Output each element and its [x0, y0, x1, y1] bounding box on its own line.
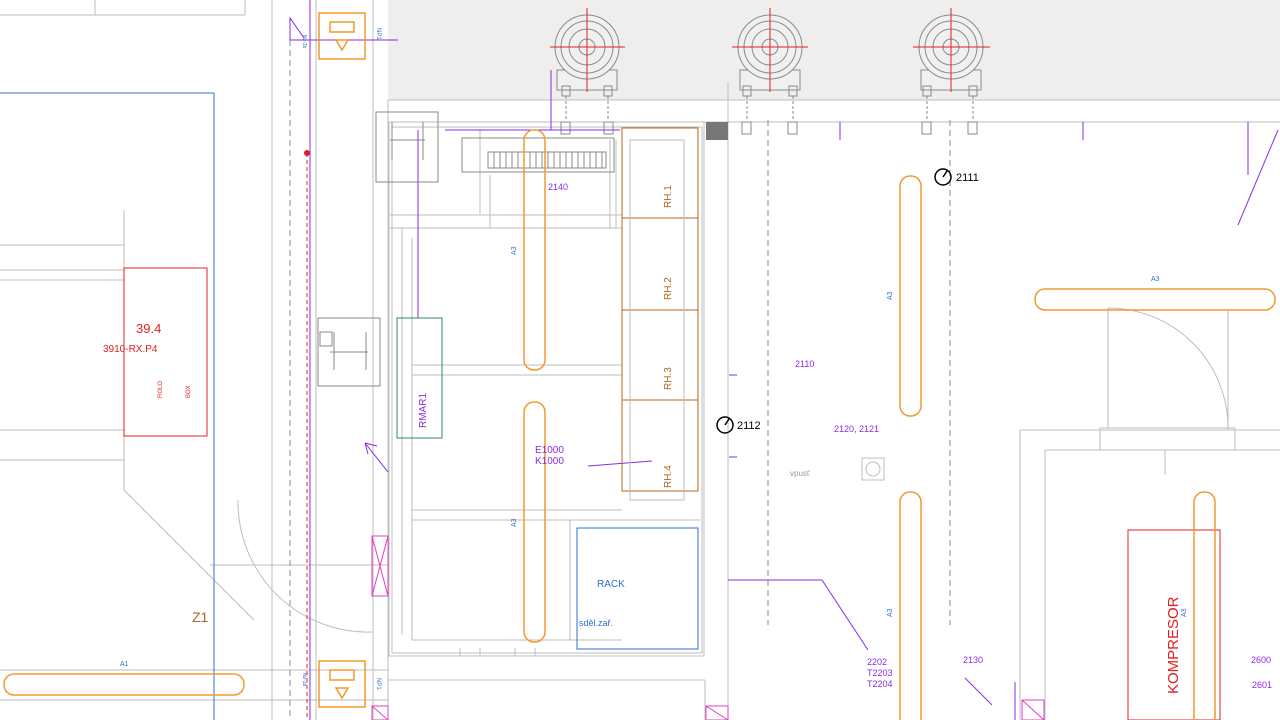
red-marker-dot [304, 150, 310, 156]
ref-2111: 2111 [956, 172, 979, 184]
rmar-label: RMAR1 [418, 393, 429, 428]
red-room [123, 153, 1221, 720]
ac-unit [461, 137, 615, 173]
axis-lines [289, 40, 951, 720]
column-symbols [317, 111, 439, 387]
roof-area [388, 0, 1280, 100]
tray-tag-a1: A1 [120, 661, 129, 668]
hatch-boxes [371, 535, 1045, 720]
kompresor-label: KOMPRESOR [1165, 596, 1182, 694]
e1000-label: E1000 [535, 445, 564, 456]
k1000-label: K1000 [535, 456, 564, 467]
tray-tag-a3: A3 [1151, 276, 1160, 283]
np-small-label: Nz-1b [301, 35, 307, 49]
purple-pipes [289, 0, 1279, 720]
box-label: BOX [186, 385, 192, 398]
rh2-label: RH.2 [663, 277, 674, 300]
rack-label: RACK [597, 579, 625, 590]
zone-label: Z1 [192, 609, 209, 625]
ref-2140: 2140 [548, 182, 568, 192]
fan-crosshairs [550, 8, 990, 92]
tray-tag-a3: A3 [887, 608, 894, 617]
rh3-label: RH.3 [663, 367, 674, 390]
dark-square [706, 122, 728, 140]
tray-tag-a3: A3 [887, 291, 894, 300]
ref-2600: 2600 [1251, 655, 1271, 665]
ref-2130: 2130 [963, 655, 983, 665]
ref-t2203: T2203 [867, 668, 893, 678]
tray-tag-a3: A3 [1181, 608, 1188, 617]
gauge-icon [934, 168, 952, 186]
blue-outline [0, 92, 699, 720]
rh1-label: RH.1 [663, 185, 674, 208]
cable-trays [3, 12, 1276, 720]
drawing-labels: 39.4 3910-RX.P4 ROLO BOX Z1 RMAR1 RH.1 R… [103, 28, 1272, 694]
np-small-label: Nz-1b [301, 673, 307, 687]
ref-2120: 2120, 2121 [834, 424, 879, 434]
rmar-box [396, 317, 443, 439]
ref-2110: 2110 [795, 359, 814, 369]
tray-tag-a3: A3 [511, 518, 518, 527]
ref-2112: 2112 [737, 420, 761, 432]
ref-2202: 2202 [867, 657, 887, 667]
np1-label: NP1 [375, 28, 381, 40]
ref-2601: 2601 [1252, 680, 1272, 690]
rh4-label: RH.4 [663, 465, 674, 488]
gauge-icon [716, 416, 734, 434]
rh-cabinets [621, 127, 699, 492]
vpust-label: vpusť [790, 469, 811, 478]
room-number-label: 39.4 [136, 321, 161, 336]
ref-t2204: T2204 [867, 679, 893, 689]
rh-inner [629, 139, 685, 501]
sdel-label: sděl.zař. [579, 618, 613, 628]
tray-tag-a3: A3 [511, 246, 518, 255]
rolo-label: ROLO [158, 381, 164, 398]
room-code-label: 3910-RX.P4 [103, 344, 158, 355]
np1-label: NP1 [375, 678, 381, 690]
